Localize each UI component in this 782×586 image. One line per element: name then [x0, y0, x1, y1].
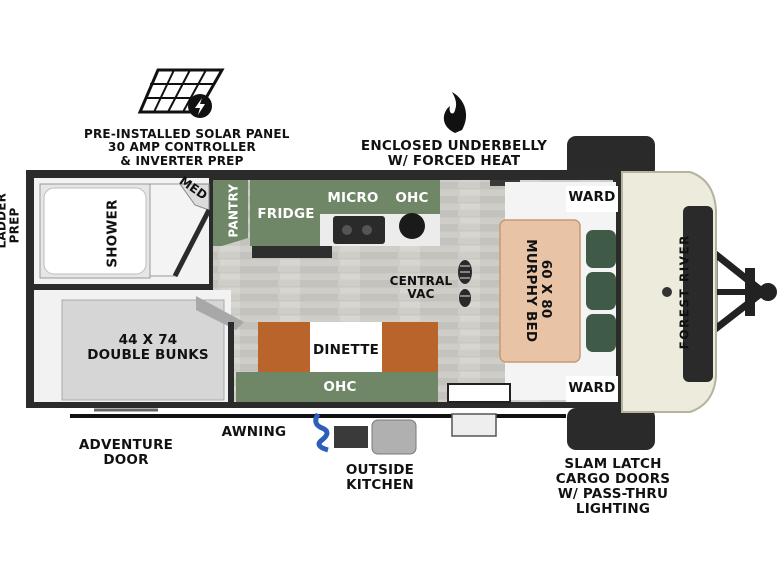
central-vac-line-2: VAC — [407, 287, 435, 302]
outside-kitchen-label: OUTSIDE KITCHEN — [330, 462, 430, 494]
tire-top — [567, 136, 655, 178]
slam-line-3: W/ PASS-THRU — [557, 486, 669, 503]
outside-kitchen — [313, 412, 497, 455]
central-vac-line-1: CENTRAL — [389, 274, 453, 288]
ohc-bottom-label: OHC — [323, 379, 357, 395]
bunks-line-2: DOUBLE BUNKS — [87, 347, 209, 364]
shower-label: SHOWER — [104, 199, 121, 268]
solar-line-3: & INVERTER PREP — [120, 153, 244, 168]
ladder-prep-label: LADDER PREP — [0, 193, 22, 249]
outside-kitchen-line-2: KITCHEN — [346, 477, 414, 494]
underbelly-line-2: W/ FORCED HEAT — [387, 153, 521, 170]
pantry-label: PANTRY — [226, 183, 241, 238]
awning-label: AWNING — [221, 424, 287, 440]
central-vac-label: CENTRAL VAC — [388, 274, 454, 302]
solar-panel-label: PRE-INSTALLED SOLAR PANEL 30 AMP CONTROL… — [84, 127, 290, 168]
ward-top-label: WARD — [568, 189, 616, 205]
dinette-label: DINETTE — [312, 342, 380, 358]
tires — [567, 136, 655, 450]
murphy-line-2: MURPHY BED — [523, 239, 539, 343]
entry-steps — [447, 383, 511, 403]
slam-line-1: SLAM LATCH — [564, 456, 662, 472]
bunks — [34, 284, 244, 408]
slam-latch-label: SLAM LATCH CARGO DOORS W/ PASS-THRU LIGH… — [546, 456, 680, 518]
murphy-bed — [499, 182, 618, 402]
ohc-top-label: OHC — [395, 190, 429, 206]
tire-bottom — [567, 408, 655, 450]
brand-label: FOREST RIVER — [677, 234, 692, 350]
hitch — [710, 245, 777, 338]
slam-line-4: LIGHTING — [575, 501, 651, 518]
bathroom — [34, 178, 212, 284]
ward-bottom-label: WARD — [568, 380, 616, 396]
kitchen-row — [213, 180, 520, 258]
solar-line-2: 30 AMP CONTROLLER — [108, 140, 256, 155]
adventure-door-label: ADVENTURE DOOR — [76, 437, 176, 469]
murphy-bed-label: 60 X 80 MURPHY BED — [523, 239, 555, 343]
dinette — [236, 322, 438, 402]
micro-label: MICRO — [327, 190, 379, 206]
slam-line-2: CARGO DOORS — [555, 471, 671, 488]
outside-kitchen-line-1: OUTSIDE — [345, 462, 415, 478]
murphy-line-1: 60 X 80 — [538, 259, 555, 319]
solar-panel-icon — [137, 68, 225, 118]
footprint-icon — [458, 260, 472, 307]
underbelly-line-1: ENCLOSED UNDERBELLY — [360, 138, 548, 154]
ladder-line-2: PREP — [8, 207, 22, 244]
solar-line-1: PRE-INSTALLED SOLAR PANEL — [84, 127, 290, 141]
adventure-line-1: ADVENTURE — [78, 437, 174, 453]
bunks-line-1: 44 X 74 — [118, 332, 178, 348]
bunks-label: 44 X 74 DOUBLE BUNKS — [82, 332, 214, 364]
forest-river-logo — [662, 287, 672, 297]
fridge-label: FRIDGE — [257, 206, 315, 222]
adventure-line-2: DOOR — [103, 452, 149, 469]
underbelly-label: ENCLOSED UNDERBELLY W/ FORCED HEAT — [356, 138, 552, 170]
flame-icon — [443, 92, 467, 133]
